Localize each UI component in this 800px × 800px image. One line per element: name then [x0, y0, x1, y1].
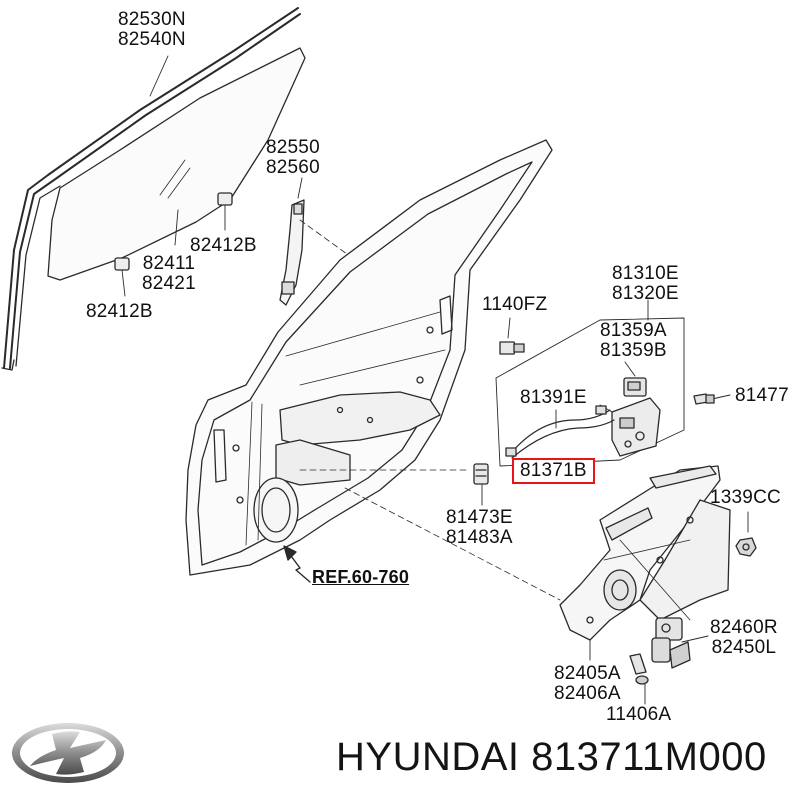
label-door-glass: 82411 82421	[142, 254, 196, 294]
label-81483a: 81483A	[446, 527, 513, 548]
bolt-1140fz	[499, 341, 525, 355]
door-latch	[599, 397, 661, 457]
latch-frame	[495, 317, 685, 467]
label-regulator: 82405A 82406A	[554, 664, 621, 704]
reference-arrow	[283, 545, 311, 583]
label-82550: 82550	[266, 137, 320, 158]
label-82460r: 82460R	[710, 617, 778, 638]
glass-clip-right	[217, 192, 233, 231]
label-82405a: 82405A	[554, 663, 621, 684]
screw-81477	[693, 393, 715, 405]
label-82540n: 82540N	[118, 29, 186, 50]
label-81320e: 81320E	[612, 283, 679, 304]
label-81359b: 81359B	[600, 340, 667, 361]
label-outside-handle: 82550 82560	[266, 138, 320, 178]
glass-clip-left	[114, 257, 130, 297]
label-latch-assy: 81310E 81320E	[612, 264, 679, 304]
label-82450l: 82450L	[711, 637, 777, 658]
label-82560: 82560	[266, 157, 320, 178]
label-glass-run: 82530N 82540N	[118, 10, 186, 50]
label-81310e: 81310E	[612, 263, 679, 284]
label-82421: 82421	[142, 273, 196, 294]
label-82412b-left: 82412B	[86, 301, 153, 322]
label-82530n: 82530N	[118, 9, 186, 30]
label-striker: 81473E 81483A	[446, 508, 513, 548]
label-82412b-right: 82412B	[190, 235, 257, 256]
label-81477: 81477	[735, 385, 789, 406]
label-1140fz: 1140FZ	[482, 294, 548, 315]
label-latch-actuator: 81359A 81359B	[600, 321, 667, 361]
label-1339cc: 1339CC	[710, 487, 781, 508]
door-panel	[185, 139, 561, 601]
label-81359a: 81359A	[600, 320, 667, 341]
label-81391e: 81391E	[520, 387, 587, 408]
reference-label: REF.60-760	[312, 567, 410, 587]
label-11406a: 11406A	[606, 704, 672, 725]
highlighted-part-label: 81371B	[512, 458, 595, 484]
label-81473e: 81473E	[446, 507, 513, 528]
door-striker	[473, 463, 489, 485]
washer-bolt	[629, 653, 649, 685]
glass-run-channel	[1, 7, 301, 371]
hyundai-logo-icon	[12, 723, 124, 783]
label-motor: 82460R 82450L	[710, 618, 778, 658]
latch-cable	[505, 405, 615, 459]
brand-caption: HYUNDAI 813711M000	[336, 735, 767, 779]
nut-1339cc	[735, 537, 757, 557]
latch-actuator	[623, 377, 647, 397]
label-82411: 82411	[142, 253, 196, 274]
regulator-motor	[651, 617, 691, 669]
label-82406a: 82406A	[554, 683, 621, 704]
window-regulator	[559, 465, 731, 641]
